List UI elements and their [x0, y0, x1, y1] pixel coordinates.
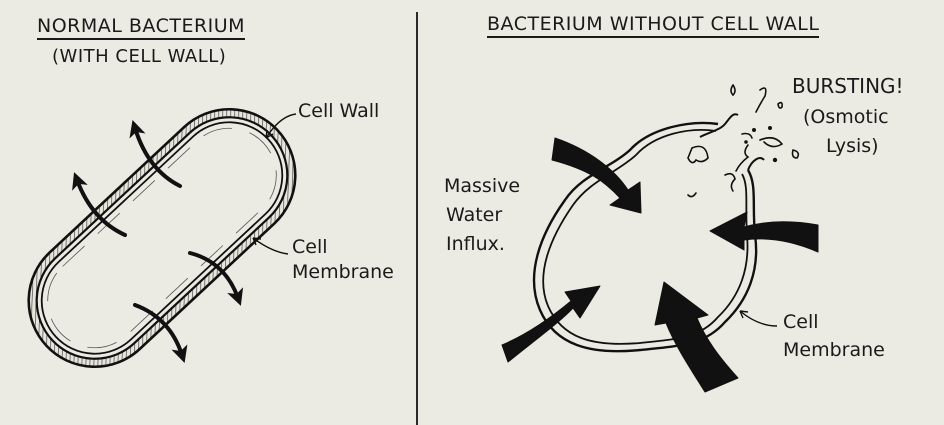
- label-bursting: BURSTING!: [792, 74, 904, 98]
- label-right-membrane-line2: Membrane: [783, 339, 885, 361]
- label-influx-line2: Water: [446, 204, 503, 226]
- inward-arrow-right: [709, 211, 819, 253]
- left-leaders: [252, 113, 297, 255]
- squiggle-3: [735, 144, 750, 172]
- label-influx-line3: Influx.: [446, 233, 505, 255]
- inward-arrows: [501, 137, 819, 393]
- inward-arrow-bottom: [654, 281, 739, 393]
- cytoplasm-edge: [47, 127, 277, 349]
- label-right-cell-line1: Cell: [783, 311, 819, 333]
- right-title: BACTERIUM WITHOUT CELL WALL: [487, 13, 820, 39]
- label-influx-line1: Massive: [444, 175, 521, 197]
- leader-cell-wall-head: [265, 129, 274, 139]
- leader-right-membrane-head: [739, 310, 749, 319]
- torn-edge-right: [747, 157, 765, 171]
- droplet-1: [730, 84, 736, 97]
- squiggle-4: [724, 172, 736, 192]
- leader-cell-wall: [265, 113, 297, 139]
- label-lysis: Lysis): [826, 135, 879, 157]
- leader-membrane-head: [252, 237, 262, 246]
- normal-bacterium: [27, 107, 297, 369]
- burst-debris: [687, 84, 800, 198]
- dot-1: [751, 128, 756, 133]
- cell-wall-inner-edge: [35, 116, 289, 360]
- label-cell-membrane-line1: Cell: [292, 236, 328, 258]
- fragment-1: [687, 145, 709, 164]
- left-subtitle: (WITH CELL WALL): [52, 46, 227, 67]
- droplet-4: [687, 192, 697, 198]
- droplet-3: [791, 149, 800, 159]
- dot-2: [767, 126, 772, 131]
- leader-membrane: [252, 237, 289, 255]
- droplet-2: [777, 101, 783, 109]
- label-osmotic: (Osmotic: [803, 106, 889, 128]
- left-title: NORMAL BACTERIUM: [37, 15, 246, 41]
- dot-4: [772, 157, 778, 163]
- outward-arrows: [72, 119, 244, 363]
- cell-membrane: [40, 121, 284, 355]
- outward-arrow-3: [188, 251, 244, 306]
- squiggle-1: [755, 87, 767, 113]
- outward-arrow-4: [133, 303, 188, 363]
- swollen-bacterium: [532, 113, 765, 353]
- inward-arrow-top-left: [551, 137, 642, 214]
- membrane-inner: [542, 129, 749, 345]
- inward-arrow-bottom-left: [501, 285, 601, 363]
- outward-arrow-1: [129, 119, 182, 188]
- membrane-outer: [532, 121, 758, 353]
- right-leaders: [739, 310, 778, 327]
- outward-arrow-2: [72, 172, 127, 237]
- leader-right-membrane: [739, 310, 778, 327]
- label-cell-wall: Cell Wall: [298, 100, 380, 122]
- dot-3: [744, 140, 748, 144]
- squiggle-2: [741, 132, 753, 139]
- label-cell-membrane-line2: Membrane: [292, 261, 394, 283]
- loop-1: [759, 136, 784, 148]
- panel-divider: [416, 12, 418, 425]
- torn-edge-top: [699, 113, 739, 138]
